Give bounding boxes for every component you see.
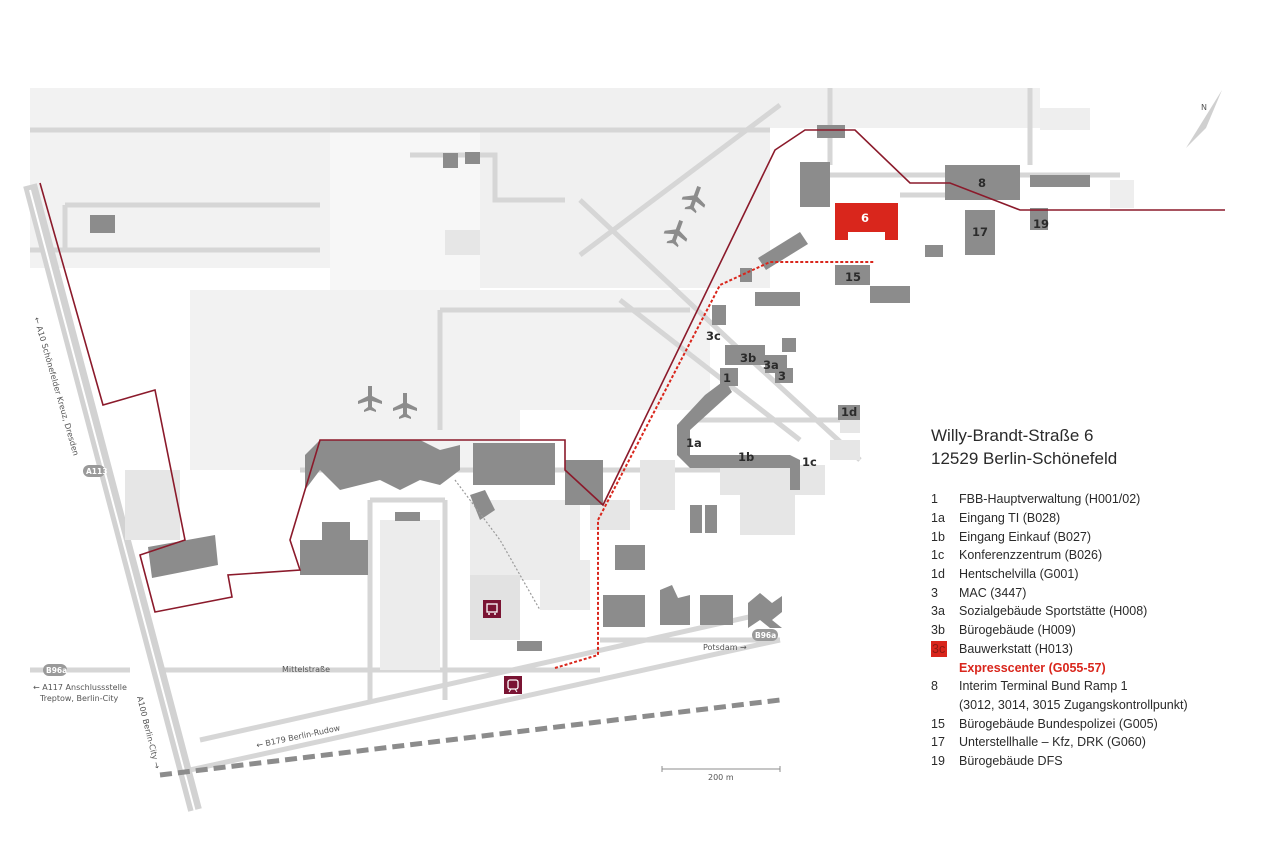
legend-number: 8 [931,679,938,694]
road-label-a117-1: ← A117 Anschlussstelle [33,683,127,692]
address-block: Willy-Brandt-Straße 6 12529 Berlin-Schön… [931,424,1117,470]
legend-number: 1d [931,567,945,582]
label-b15: 15 [845,270,861,284]
minor-buildings [125,230,860,670]
train-station-icon[interactable] [504,676,522,694]
road-label-a117-2: Treptow, Berlin-City [39,694,119,703]
legend-number: 17 [931,735,945,750]
bus-stop-icon[interactable] [483,600,501,618]
b96a-shield-left [43,664,67,676]
legend-row: 1a Eingang TI (B028) [931,509,1251,528]
address-city: 12529 Berlin-Schönefeld [931,449,1118,468]
airplane-icon [358,386,382,412]
legend-number: 3c [931,640,947,657]
label-b3c: 3c [706,329,721,343]
label-b3b: 3b [740,351,756,365]
legend-description: Bauwerkstatt (H013) [959,641,1073,656]
highways [23,183,202,813]
legend-row: (3012, 3014, 3015 Zugangskontrollpunkt) [931,696,1251,715]
label-b1d: 1d [841,405,857,419]
legend-description: FBB-Hauptverwaltung (H001/02) [959,492,1141,507]
airplane-icons [358,186,706,419]
legend-description: Hentschelvilla (G001) [959,567,1079,582]
label-b6: 6 [861,211,869,225]
label-b1: 1 [723,371,731,385]
legend-number: 19 [931,753,945,768]
access-route [554,261,875,669]
label-b3a: 3a [763,358,779,372]
legend-number: 1c [931,548,945,563]
building-6-highlight[interactable] [835,203,898,240]
label-b8: 8 [978,176,986,190]
legend-description: Interim Terminal Bund Ramp 1 [959,679,1128,694]
scale-bar: 200 m [661,766,781,782]
legend-row: 3b Bürogebäude (H009) [931,621,1251,640]
b96a-shield-right [752,629,778,641]
legend-row: 8 Interim Terminal Bund Ramp 1 [931,677,1251,696]
legend-description: Unterstellhalle – Kfz, DRK (G060) [959,735,1146,750]
legend-description: Bürogebäude Bundespolizei (G005) [959,716,1158,731]
legend-description: Expresscenter (G055-57) [959,660,1106,675]
legend-number: 3 [931,585,938,600]
road-label-a113: A113 [86,467,107,476]
railway [159,697,781,778]
legend-description: Bürogebäude (H009) [959,623,1076,638]
road-label-b96a-right: B96a [755,631,776,640]
airfield-area [30,88,1134,470]
a113-shield [83,465,105,477]
legend-number: 1b [931,529,945,544]
legend-number: 1a [931,511,945,526]
legend-description: MAC (3447) [959,585,1027,600]
legend-number: 3a [931,604,945,619]
scale-label: 200 m [708,773,734,782]
label-b3: 3 [778,369,786,383]
legend-description: Konferenzzentrum (B026) [959,548,1103,563]
legend-description: Eingang TI (B028) [959,511,1061,526]
airplane-icon [393,393,417,419]
legend-row: 3a Sozialgebäude Sportstätte (H008) [931,602,1251,621]
legend-row: Expresscenter (G055-57) [931,658,1251,677]
label-b1a: 1a [686,436,702,450]
label-b19: 19 [1033,217,1049,231]
legend-row: 1 FBB-Hauptverwaltung (H001/02) [931,490,1251,509]
legend-row: 1d Hentschelvilla (G001) [931,565,1251,584]
legend-row: 17 Unterstellhalle – Kfz, DRK (G060) [931,733,1251,752]
legend-row: 3c Bauwerkstatt (H013) [931,640,1251,659]
legend-description: Eingang Einkauf (B027) [959,529,1092,544]
label-b17: 17 [972,225,988,239]
legend-row: 1b Eingang Einkauf (B027) [931,527,1251,546]
airplane-icon [681,186,706,214]
building-labels: 6 8 17 19 15 3c 3b 3a 3 1 1d 1a 1b 1c [686,176,1049,469]
legend-row: 1c Konferenzzentrum (B026) [931,546,1251,565]
legend-row: 19 Bürogebäude DFS [931,752,1251,771]
buildings [90,125,1090,651]
north-label: N [1201,103,1207,112]
legend-description: (3012, 3014, 3015 Zugangskontrollpunkt) [959,697,1188,712]
label-b1b: 1b [738,450,754,464]
road-label-mittelstrasse: Mittelstraße [282,665,330,674]
legend-number: 1 [931,492,938,507]
site-boundary [39,129,1225,613]
road-label-potsdam: Potsdam → [703,643,747,652]
road-label-a100: A100 Berlin-City → [135,695,162,770]
legend-number: 15 [931,716,945,731]
legend-description: Bürogebäude DFS [959,753,1063,768]
airplane-icon [663,220,688,248]
north-arrow-icon: N [1186,90,1222,148]
legend-row: 15 Bürogebäude Bundespolizei (G005) [931,714,1251,733]
legend-number: 3b [931,623,945,638]
address-street: Willy-Brandt-Straße 6 [931,426,1094,445]
road-label-b96a-left: B96a [46,666,67,675]
legend-description: Sozialgebäude Sportstätte (H008) [959,604,1148,619]
label-b1c: 1c [802,455,817,469]
legend-row: 3 MAC (3447) [931,583,1251,602]
walking-path [454,479,541,611]
